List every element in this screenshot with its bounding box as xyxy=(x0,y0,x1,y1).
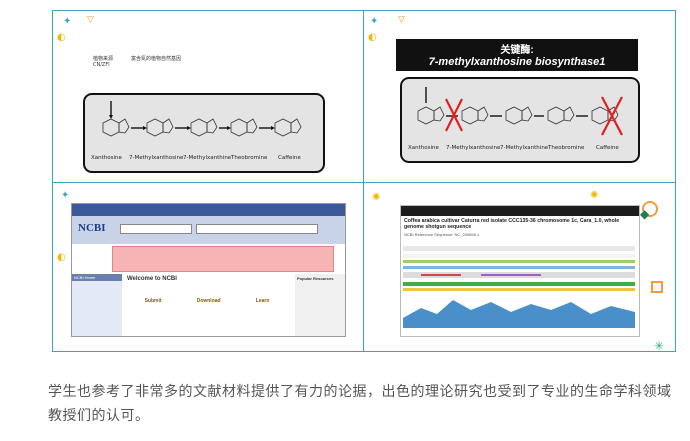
pathway-heading: 植物来源 CN/ZFl xyxy=(93,55,113,68)
genome-image-cell: ✺ ✺ ◆ ✳ Coffea arabica cultivar Caturra … xyxy=(364,183,676,353)
strike-mark xyxy=(445,96,623,136)
ncbi-search-input[interactable] xyxy=(196,224,318,234)
key-enzyme-label: 关键酶: xyxy=(500,45,534,56)
molecule-label: Xanthosine xyxy=(408,145,439,151)
pathway-diagram: Xanthosine 7-Methylxanthosine 7-Methylxa… xyxy=(83,93,325,173)
sparkle-icon: ✦ xyxy=(370,16,379,27)
pathway-structures xyxy=(102,101,302,137)
genome-tracks xyxy=(403,246,635,328)
square-icon xyxy=(651,281,663,293)
key-enzyme-image-cell: ✦ ▽ ◐ 关键酶: 7-methylxanthosine biosynthas… xyxy=(364,11,676,182)
ncbi-sidebar-title[interactable]: NCBI Home xyxy=(72,274,122,281)
grid-divider-vertical xyxy=(363,11,364,351)
sun-icon: ✺ xyxy=(590,190,599,201)
asterisk-icon: ✳ xyxy=(654,339,665,352)
ncbi-column-download[interactable]: Download xyxy=(196,298,221,304)
ncbi-popular-title: Popular Resources xyxy=(297,276,334,281)
leaf-icon: ◆ xyxy=(640,207,650,221)
sparkle-icon: ✦ xyxy=(63,16,72,27)
ncbi-column-learn[interactable]: Learn xyxy=(255,298,270,304)
triangle-icon: ▽ xyxy=(398,15,405,25)
ncbi-welcome: Welcome to NCBI xyxy=(127,276,177,282)
ncbi-screenshot: NCBI NCBI Home Welcome to NCBI Submit Do… xyxy=(71,203,346,337)
image-grid: ✦ ▽ ◐ 植物来源 CN/ZFl 富含氮的植物自然基因 xyxy=(52,10,676,352)
molecule-label: 7-Methylxanthosine xyxy=(129,155,184,161)
molecule-label: Theobromine xyxy=(548,145,585,151)
pathway-image-cell: ✦ ▽ ◐ 植物来源 CN/ZFl 富含氮的植物自然基因 xyxy=(53,11,363,182)
genome-topbar xyxy=(401,206,639,216)
genome-subtitle: NCBI Reference Sequence: NC_039898.1 xyxy=(404,232,480,237)
ncbi-image-cell: ✦ ◐ NCBI NCBI Home Welcome to NCBI Submi… xyxy=(53,183,363,352)
molecule-label: Xanthosine xyxy=(91,155,122,161)
grid-divider-horizontal xyxy=(53,182,675,183)
triangle-icon: ▽ xyxy=(87,15,94,25)
pathway-heading-right: 富含氮的植物自然基因 xyxy=(131,56,182,62)
genome-viewer-screenshot: Coffea arabica cultivar Caturra red isol… xyxy=(400,205,640,337)
ncbi-logo: NCBI xyxy=(78,222,106,234)
pathway-structures xyxy=(417,87,623,136)
halfcircle-icon: ◐ xyxy=(368,32,377,43)
ncbi-sidebar: NCBI Home xyxy=(72,274,122,336)
molecule-label: 7-Methylxanthine xyxy=(500,145,549,151)
ncbi-alert-banner xyxy=(112,246,334,272)
halfcircle-icon: ◐ xyxy=(57,252,66,263)
ncbi-topbar xyxy=(72,204,345,216)
molecule-label: 7-Methylxanthosine xyxy=(446,145,501,151)
pathway-diagram-crossed: Xanthosine 7-Methylxanthosine 7-Methylxa… xyxy=(400,77,640,163)
molecule-label: 7-Methylxanthine xyxy=(183,155,232,161)
ncbi-column-submit[interactable]: Submit xyxy=(144,298,162,304)
molecule-label: Caffeine xyxy=(596,145,619,151)
halfcircle-icon: ◐ xyxy=(57,32,66,43)
pathway-heading-line2: CN/ZFl xyxy=(93,62,110,68)
sun-icon: ✺ xyxy=(372,192,381,203)
pathway-heading-line1: 植物来源 xyxy=(93,56,114,62)
sparkle-icon: ✦ xyxy=(61,190,70,201)
key-enzyme-banner: 关键酶: 7-methylxanthosine biosynthase1 xyxy=(396,39,638,71)
caption-text: 学生也参考了非常多的文献材料提供了有力的论据，出色的理论研究也受到了专业的生命学… xyxy=(48,384,672,424)
key-enzyme-name: 7-methylxanthosine biosynthase1 xyxy=(428,56,606,68)
genome-title: Coffea arabica cultivar Caturra red isol… xyxy=(404,218,620,230)
molecule-label: Caffeine xyxy=(278,155,301,161)
ncbi-header: NCBI xyxy=(72,216,345,244)
molecule-label: Theobromine xyxy=(231,155,268,161)
ncbi-right-panel: Popular Resources xyxy=(295,274,345,336)
circle-icon xyxy=(642,201,658,217)
ncbi-main-content: Welcome to NCBI Submit Download Learn xyxy=(127,276,287,334)
ncbi-database-select[interactable] xyxy=(120,224,192,234)
